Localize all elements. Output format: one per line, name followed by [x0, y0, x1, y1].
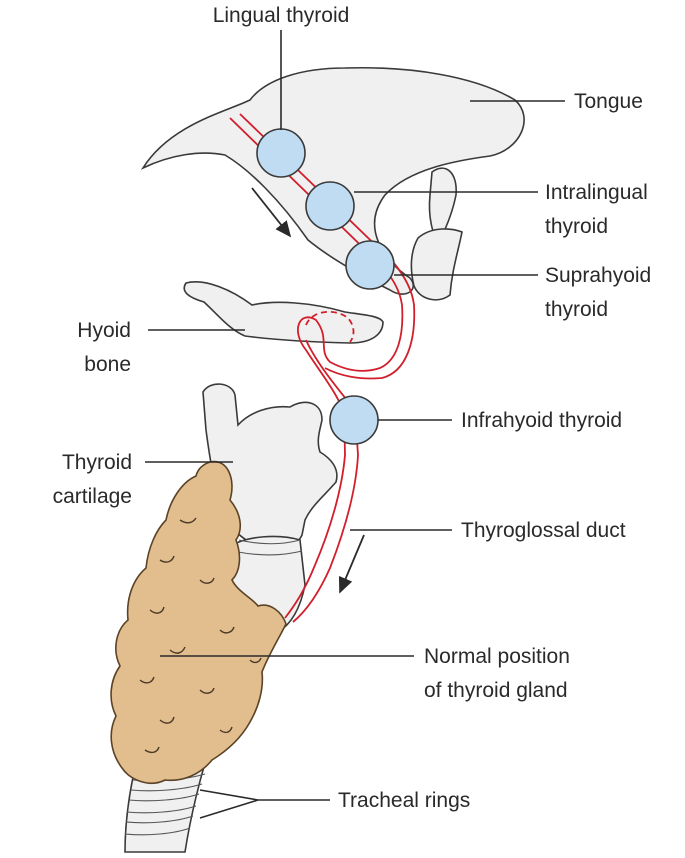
thyroglossal-duct-line-c — [292, 339, 359, 623]
suprahyoid-label-line2: thyroid — [545, 298, 608, 321]
intralingual-label-line1: Intralingual — [545, 181, 648, 204]
descent-arrow-upper — [251, 187, 292, 238]
hyoid-bone-label-line1: Hyoid — [77, 319, 131, 342]
tracheal-rings-label: Tracheal rings — [338, 789, 470, 812]
normal-position-label-line2: of thyroid gland — [424, 679, 568, 702]
infrahyoid-thyroid-marker — [329, 395, 379, 445]
tongue-label: Tongue — [574, 90, 643, 113]
epiglottis-shape — [428, 167, 457, 241]
suprahyoid-thyroid-marker — [345, 240, 395, 290]
epiglottis-base-shape — [410, 228, 463, 301]
thyroglossal-duct-dashed — [305, 310, 355, 343]
suprahyoid-label-line1: Suprahyoid — [545, 264, 651, 287]
descent-arrow-lower — [338, 534, 365, 594]
tracheal-rings-leader — [199, 789, 330, 819]
lingual-thyroid-marker — [256, 128, 306, 178]
thyroid-cartilage-label-line1: Thyroid — [62, 451, 132, 474]
hyoid-bone-label-line2: bone — [84, 353, 131, 376]
thyroglossal-duct-line-b — [239, 113, 416, 380]
normal-position-label-line1: Normal position — [424, 645, 570, 668]
thyroid-gland-shape — [110, 460, 287, 784]
hyoid-bone-shape — [183, 281, 384, 344]
thyroid-lobule-lines — [139, 517, 262, 754]
infrahyoid-label: Infrahyoid thyroid — [461, 409, 622, 432]
thyroglossal-duct-line-a — [229, 117, 404, 619]
thyroid-cartilage-label-line2: cartilage — [53, 485, 132, 508]
thyroglossal-duct-label: Thyroglossal duct — [461, 519, 626, 542]
lingual-thyroid-label: Lingual thyroid — [213, 4, 350, 27]
intralingual-thyroid-marker — [305, 181, 355, 231]
tongue-shape — [140, 66, 525, 295]
intralingual-label-line2: thyroid — [545, 215, 608, 238]
